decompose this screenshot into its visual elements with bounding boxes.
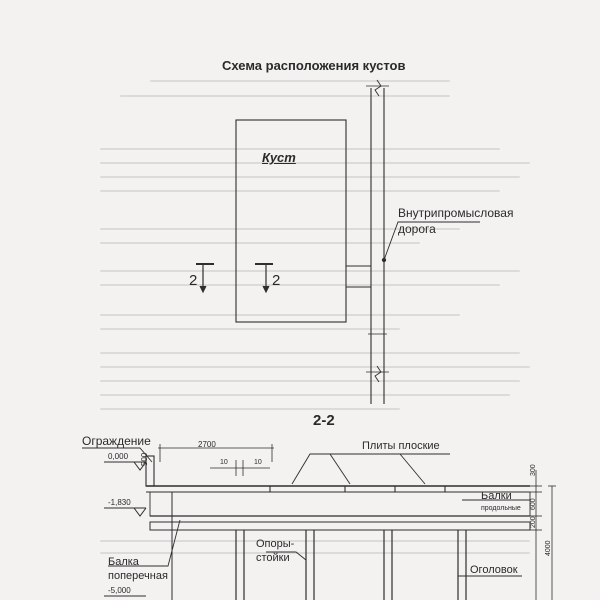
posts-label-line2: стойки [256,552,290,564]
cross-beam-label-line1: Балка [108,556,139,568]
section-mark-left-label: 2 [189,272,198,289]
plates-label: Плиты плоские [362,440,440,452]
fence-label: Ограждение [82,434,151,448]
road-label-line2: дорога [398,222,436,236]
cross-beam-leader [108,519,181,567]
fence-leader [82,447,153,463]
level-mark-mid [104,507,147,517]
posts-leader [266,551,307,561]
dim-10-lines [210,460,270,476]
access-road [346,265,371,288]
road-label-line1: Внутрипромысловая [398,206,514,220]
cluster-rectangle [235,119,347,323]
beams-label-line2: продольные [481,505,521,512]
cross-beam-label-line2: поперечная [108,570,168,582]
road-lines [366,79,389,404]
cross-beam [149,521,531,531]
cluster-label: Куст [262,150,296,165]
dim-10a-label: 10 [220,459,228,466]
section-mark-right [255,263,273,294]
plates-leader [291,453,450,485]
level-mark-top [104,461,147,471]
beams-label-line1: Балки [481,490,512,502]
road-leader [383,221,480,261]
cap-label: Оголовок [470,564,518,576]
dim-200-label: 200 [530,516,537,528]
dim-600-label: 600 [530,498,537,510]
level-top-label: 0,000 [108,452,129,461]
deck-plates [146,485,530,493]
dim-2700-line [158,444,274,462]
posts-label-line1: Опоры- [256,538,295,550]
right-dimension [530,470,556,600]
level-low-label: -5,000 [108,586,131,595]
section-mark-right-label: 2 [272,272,281,289]
dim-500-label: 500 [140,452,149,466]
section-mark-left [196,263,214,294]
section-title: 2-2 [313,412,335,429]
longitudinal-beams [149,491,531,523]
dim-300-label: 300 [530,464,537,476]
dim-4000-label: 4000 [545,540,552,556]
dim-2700-label: 2700 [198,440,216,449]
posts [235,530,467,600]
scheme-title: Схема расположения кустов [222,58,406,73]
dim-10b-label: 10 [254,459,262,466]
level-mid-label: -1,830 [108,498,131,507]
